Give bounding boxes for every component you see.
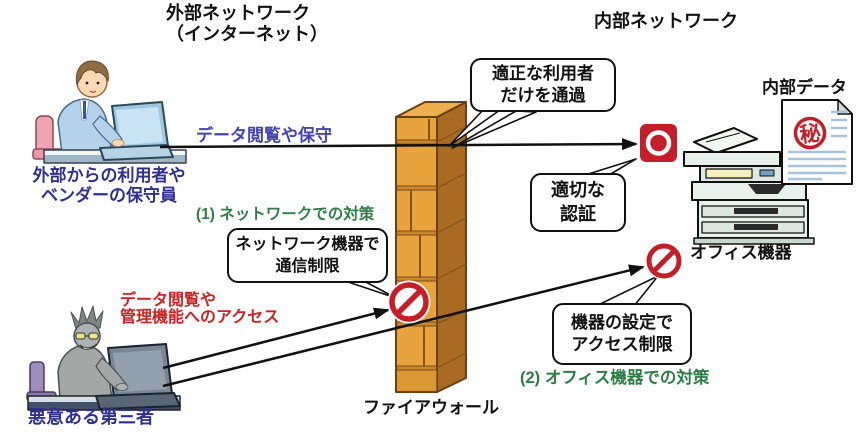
legitimate-flow-arrow bbox=[159, 138, 638, 151]
office-device-label: オフィス機器 bbox=[690, 243, 792, 262]
sunglasses bbox=[75, 332, 86, 340]
measure-office-device-label: (2) オフィス機器での対策 bbox=[520, 369, 710, 387]
prohibition-icon-network bbox=[387, 280, 431, 324]
proper-auth-callout: 適切な 認証 bbox=[530, 173, 626, 232]
malicious-flow-label: データ閲覧や 管理機能へのアクセス bbox=[120, 292, 280, 326]
device-restriction-callout: 機器の設定で アクセス制限 bbox=[552, 303, 692, 365]
firewall-label: ファイアウォール bbox=[363, 398, 499, 417]
malicious-flow-arrow-network bbox=[162, 307, 390, 370]
malicious-flow-arrow-device bbox=[162, 264, 645, 388]
pass-filter-callout: 適正な利用者 だけを通過 bbox=[470, 58, 616, 112]
network-restriction-callout: ネットワーク機器で 通信制限 bbox=[227, 228, 388, 283]
confidential-stamp-icon: 秘 bbox=[793, 116, 827, 150]
office-device-illustration bbox=[683, 127, 815, 245]
legitimate-flow-label: データ閲覧や保守 bbox=[196, 126, 332, 145]
printer-button bbox=[759, 169, 775, 177]
printer-display bbox=[705, 168, 753, 179]
external-network-title: 外部ネットワーク （インターネット） bbox=[166, 3, 328, 45]
internal-data-label: 内部データ bbox=[762, 78, 847, 97]
malicious-third-party-label: 悪意ある第三者 bbox=[28, 407, 154, 427]
prohibition-icon-device bbox=[645, 242, 683, 280]
document-text-lines bbox=[788, 110, 847, 181]
confidential-stamp-character: 秘 bbox=[798, 121, 822, 148]
malicious-third-party-illustration bbox=[26, 305, 181, 411]
internal-data-document: 秘 bbox=[781, 99, 853, 185]
measure-network-label: (1) ネットワークでの対策 bbox=[196, 206, 375, 223]
external-user-label: 外部からの利用者や ベンダーの保守員 bbox=[32, 166, 186, 206]
folded-corner bbox=[837, 99, 853, 115]
flow-arrows bbox=[159, 138, 645, 388]
allow-circle-icon bbox=[640, 124, 677, 162]
internal-network-title: 内部ネットワーク bbox=[594, 11, 738, 31]
firewall-illustration bbox=[395, 101, 467, 393]
external-user-illustration bbox=[32, 60, 187, 164]
